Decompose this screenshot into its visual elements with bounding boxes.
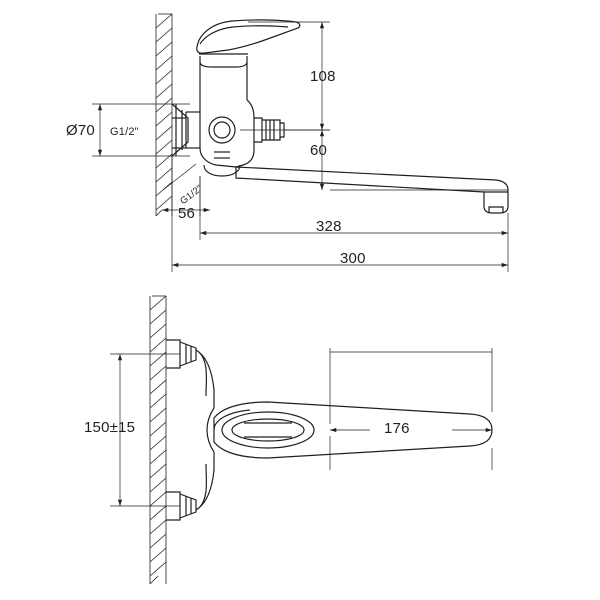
top-view-group: [110, 295, 493, 585]
faucet-spout: [235, 166, 509, 214]
dim-328: [199, 176, 509, 240]
wall-hatch-upper: [155, 13, 173, 217]
dim-label-176: 176: [384, 420, 410, 437]
dim-label-thread-top: G1/2": [110, 126, 139, 138]
dim-label-328: 328: [316, 218, 342, 235]
dim-label-60: 60: [310, 142, 328, 159]
dim-flange-diameter: [92, 103, 190, 157]
dim-150: [110, 353, 180, 507]
faucet-side-body: [171, 19, 301, 177]
dim-60: [284, 129, 508, 191]
dim-176: [329, 348, 493, 470]
faucet-front-body: [166, 339, 493, 521]
dim-label-flange-diameter: Ø70: [66, 122, 95, 139]
dim-label-150: 150±15: [84, 419, 136, 436]
side-view-group: [92, 13, 509, 272]
dim-label-56: 56: [178, 205, 196, 222]
dim-label-300: 300: [340, 250, 366, 267]
wall-hatch-lower: [149, 295, 167, 585]
dim-300: [171, 216, 509, 272]
dim-thread-lower-leader: [162, 163, 197, 191]
dim-label-108: 108: [310, 68, 336, 85]
